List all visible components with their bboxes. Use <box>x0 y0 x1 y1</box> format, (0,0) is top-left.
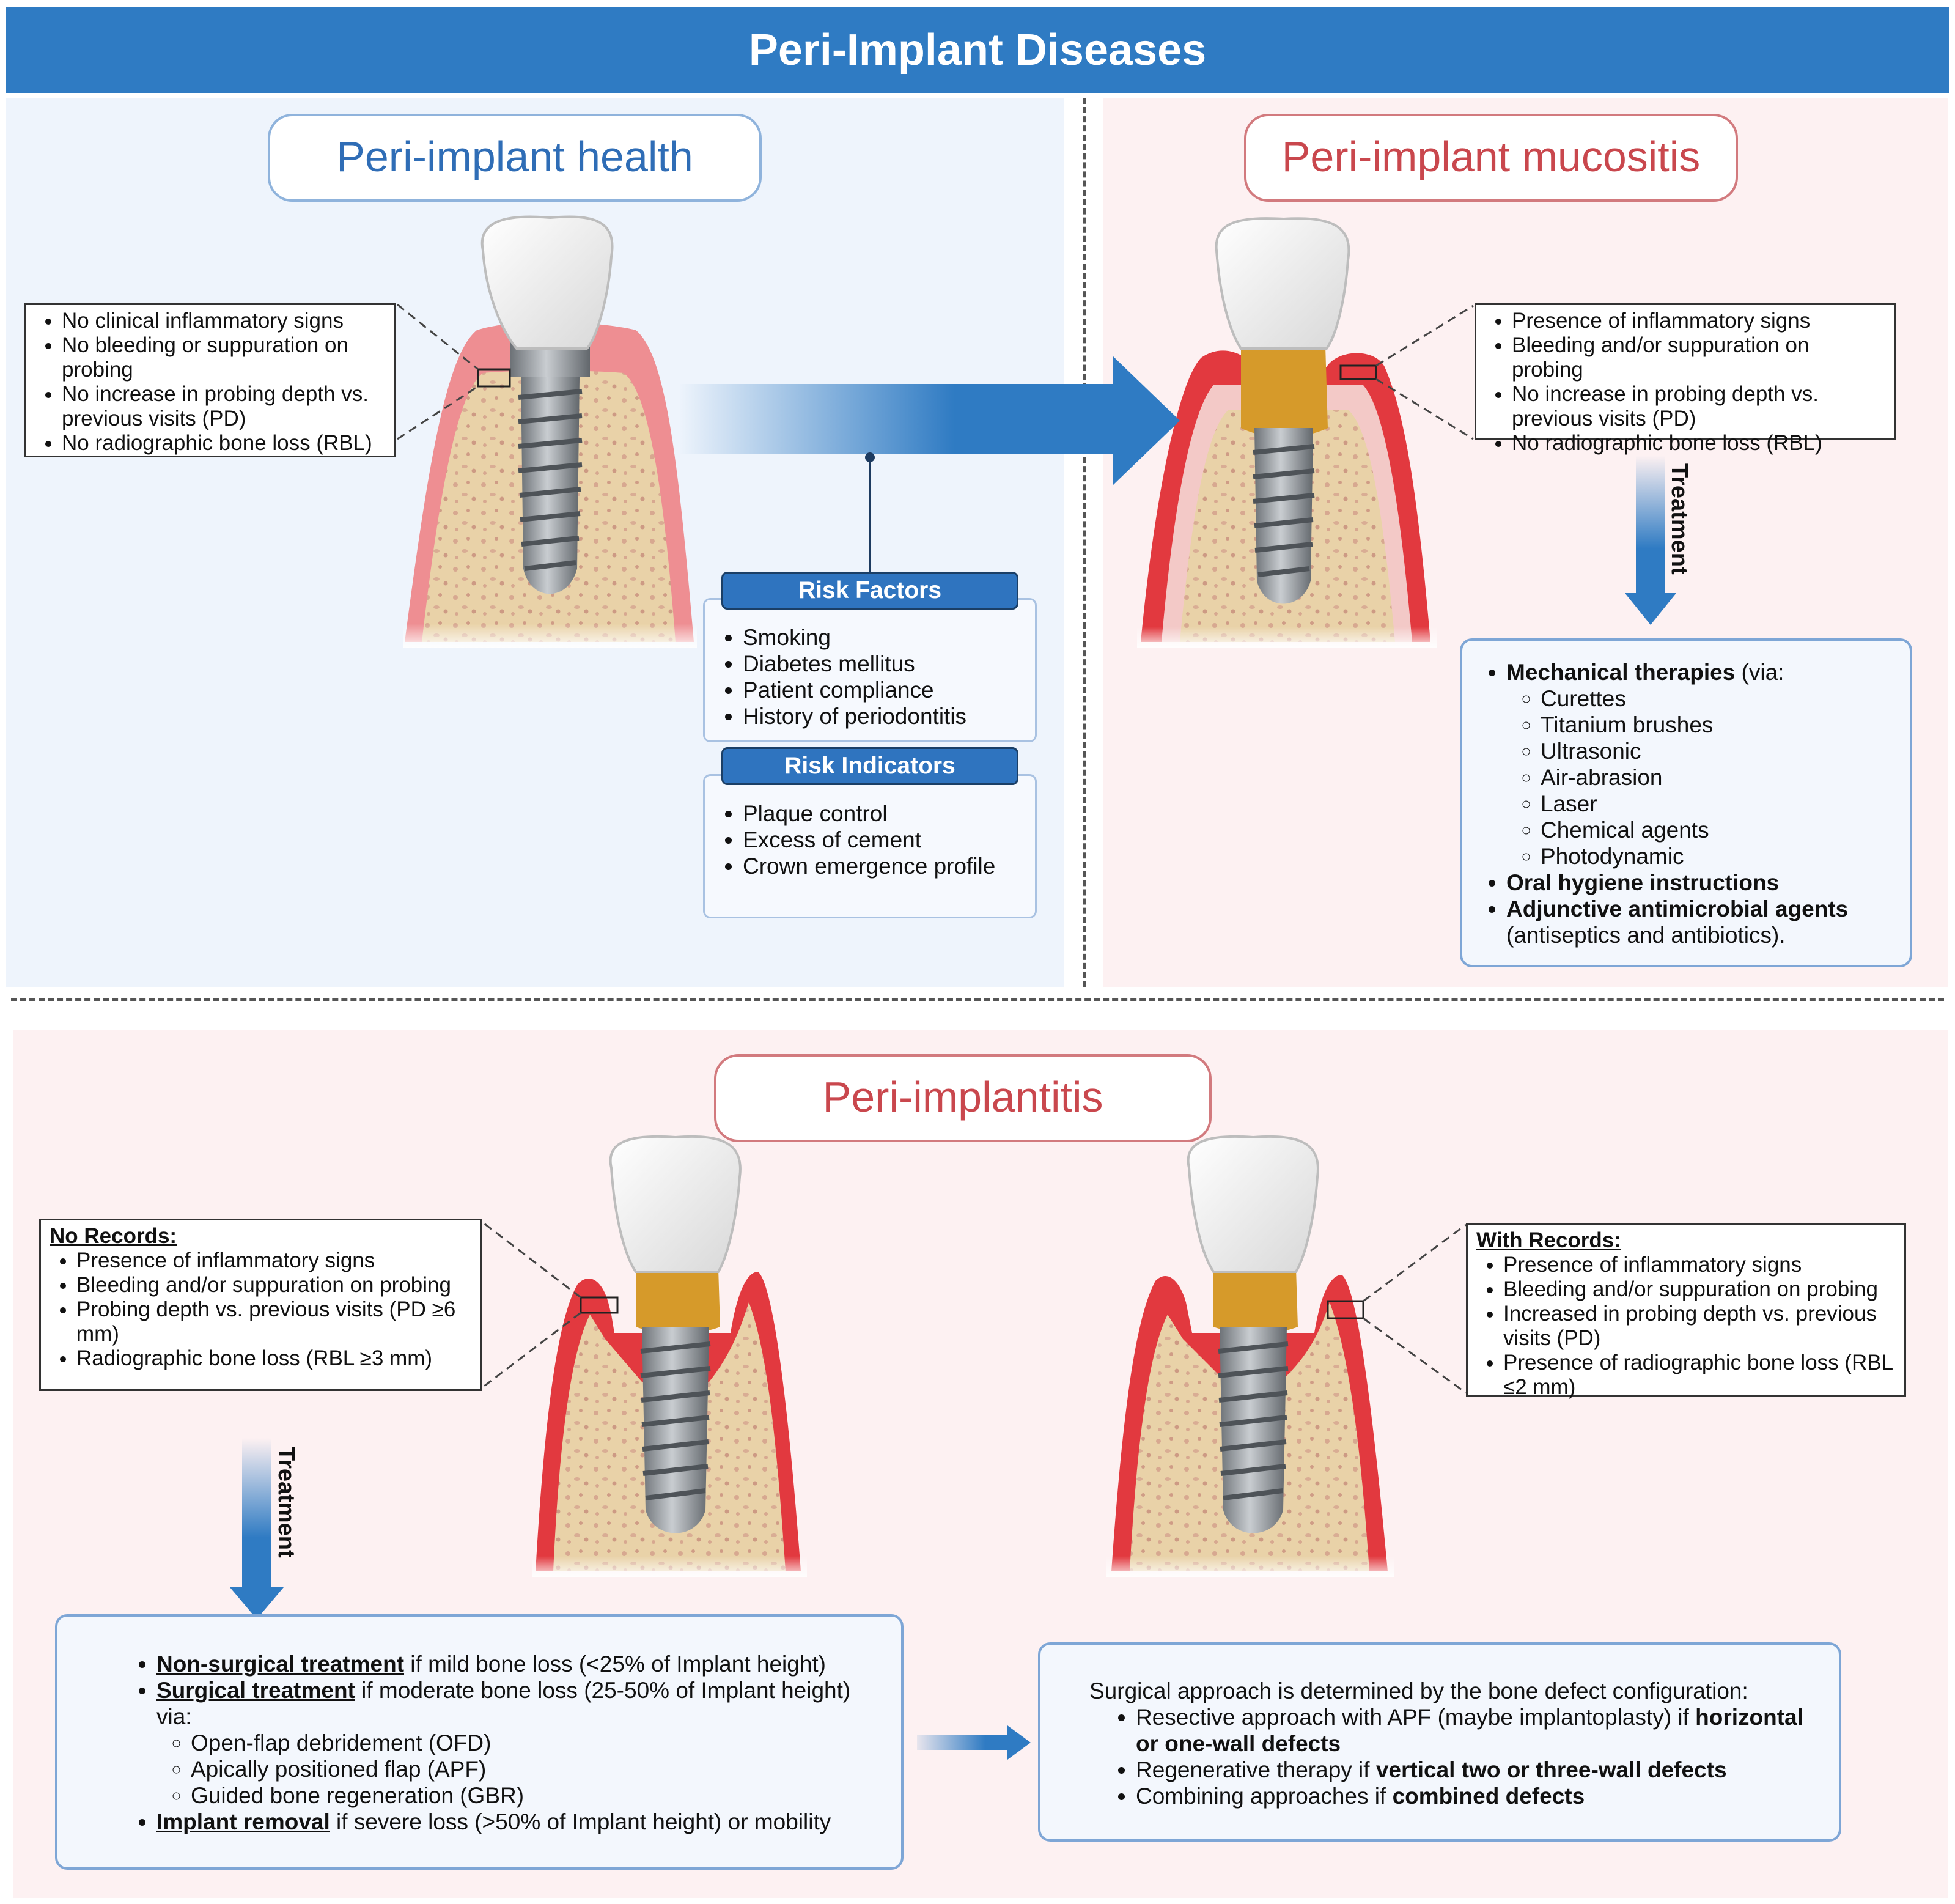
health-sign: No clinical inflammatory signs <box>62 309 386 333</box>
surgical-method: Open-flap debridement (OFD) <box>191 1730 889 1756</box>
with-records-header: With Records: <box>1476 1228 1621 1252</box>
surgical-method: Guided bone regeneration (GBR) <box>191 1782 889 1809</box>
surgical-approach-item: Resective approach with APF (maybe impla… <box>1136 1704 1827 1757</box>
with-records-item: Increased in probing depth vs. previous … <box>1503 1302 1896 1351</box>
no-records-header: No Records: <box>50 1224 177 1248</box>
health-sign: No increase in probing depth vs. previou… <box>62 382 386 431</box>
progression-arrow <box>679 356 1180 572</box>
surgical-approach-arrow <box>917 1725 1031 1760</box>
implant-removal-item: Implant removal if severe loss (>50% of … <box>156 1809 889 1835</box>
mechanical-item: Titanium brushes <box>1541 712 1902 738</box>
resective-text: Resective approach with APF (maybe impla… <box>1136 1705 1696 1730</box>
risk-factors-header: Risk Factors <box>721 572 1018 610</box>
combining-defects: combined defects <box>1392 1784 1585 1809</box>
periimplantitis-title: Peri-implantitis <box>822 1073 1103 1121</box>
periimplantitis-right-illustration <box>1106 1135 1467 1577</box>
title-banner: Peri-Implant Diseases <box>6 7 1949 93</box>
mucositis-sign: No radiographic bone loss (RBL) <box>1512 431 1886 456</box>
periimplantitis-title-pill: Peri-implantitis <box>714 1054 1212 1142</box>
with-records-callout: With Records: Presence of inflammatory s… <box>1466 1223 1906 1400</box>
risk-indicators-title: Risk Indicators <box>784 753 955 779</box>
mechanical-item: Laser <box>1541 791 1902 817</box>
risk-indicators-box: Plaque control Excess of cement Crown em… <box>703 774 1037 918</box>
healthy-implant-illustration <box>397 215 697 648</box>
surgical-approach-box: Surgical approach is determined by the b… <box>1038 1642 1841 1842</box>
adjunctive-detail: (antiseptics and antibiotics). <box>1506 923 1786 948</box>
risk-indicator-item: Plaque control <box>743 800 1029 827</box>
health-title: Peri-implant health <box>336 133 693 180</box>
vertical-divider <box>1083 98 1086 987</box>
adjunctive-item: Adjunctive antimicrobial agents (antisep… <box>1506 896 1902 948</box>
risk-indicators-header: Risk Indicators <box>721 747 1018 785</box>
periimplantitis-treatment-label: Treatment <box>273 1447 299 1558</box>
mechanical-item: Photodynamic <box>1541 843 1902 869</box>
mechanical-therapies-label: Mechanical therapies <box>1506 660 1736 685</box>
risk-factor-item: Diabetes mellitus <box>743 651 1029 677</box>
no-records-item: Bleeding and/or suppuration on probing <box>76 1273 471 1297</box>
mucositis-sign: No increase in probing depth vs. previou… <box>1512 382 1886 431</box>
mucositis-title: Peri-implant mucositis <box>1281 133 1701 180</box>
surgical-detail: if moderate bone loss (25-50% of Implant… <box>156 1678 851 1729</box>
risk-indicator-item: Excess of cement <box>743 827 1029 853</box>
with-records-item: Presence of inflammatory signs <box>1503 1253 1896 1277</box>
no-records-callout: No Records: Presence of inflammatory sig… <box>39 1219 482 1391</box>
page-title: Peri-Implant Diseases <box>748 26 1207 75</box>
risk-factor-item: Patient compliance <box>743 677 1029 703</box>
with-records-item: Presence of radiographic bone loss (RBL … <box>1503 1351 1896 1400</box>
periimplantitis-left-illustration <box>481 1135 807 1577</box>
adjunctive-label: Adjunctive antimicrobial agents <box>1506 896 1849 921</box>
mucositis-sign: Bleeding and/or suppuration on probing <box>1512 333 1886 382</box>
surgical-item: Surgical treatment if moderate bone loss… <box>156 1677 889 1809</box>
nonsurgical-item: Non-surgical treatment if mild bone loss… <box>156 1651 889 1677</box>
no-records-item: Probing depth vs. previous visits (PD ≥6… <box>76 1297 471 1346</box>
no-records-item: Presence of inflammatory signs <box>76 1249 471 1273</box>
risk-factors-box: Smoking Diabetes mellitus Patient compli… <box>703 598 1037 742</box>
nonsurgical-detail: if mild bone loss (<25% of Implant heigh… <box>404 1651 827 1677</box>
risk-factors-title: Risk Factors <box>798 577 942 603</box>
mechanical-item: Ultrasonic <box>1541 738 1902 764</box>
periimplantitis-treatment-arrow <box>230 1438 284 1619</box>
with-records-item: Bleeding and/or suppuration on probing <box>1503 1277 1896 1302</box>
mucositis-sign: Presence of inflammatory signs <box>1512 309 1886 333</box>
surgical-approach-intro: Surgical approach is determined by the b… <box>1089 1678 1748 1703</box>
mechanical-item: Air-abrasion <box>1541 764 1902 791</box>
combining-text: Combining approaches if <box>1136 1784 1393 1809</box>
mucositis-treatment-arrow <box>1625 456 1676 625</box>
surgical-approach-item: Combining approaches if combined defects <box>1136 1783 1827 1809</box>
surgical-approach-item: Regenerative therapy if vertical two or … <box>1136 1757 1827 1783</box>
oral-hygiene-item: Oral hygiene instructions <box>1506 869 1902 896</box>
mucositis-treatment-box: Mechanical therapies (via: Curettes Tita… <box>1460 638 1912 967</box>
mucositis-title-pill: Peri-implant mucositis <box>1244 114 1738 202</box>
health-title-pill: Peri-implant health <box>268 114 762 202</box>
risk-factor-item: Smoking <box>743 624 1029 651</box>
implant-removal-label: Implant removal <box>156 1809 330 1834</box>
surgical-label: Surgical treatment <box>156 1678 355 1703</box>
regenerative-defects: vertical two or three-wall defects <box>1375 1757 1727 1782</box>
mucositis-treatment-label: Treatment <box>1666 463 1692 575</box>
mucositis-signs-callout: Presence of inflammatory signs Bleeding … <box>1475 303 1896 455</box>
no-records-item: Radiographic bone loss (RBL ≥3 mm) <box>76 1346 471 1371</box>
regenerative-text: Regenerative therapy if <box>1136 1757 1376 1782</box>
horizontal-divider <box>11 998 1944 1001</box>
resective-defects: horizontal or one-wall defects <box>1136 1705 1803 1756</box>
periimplantitis-treatment-box: Non-surgical treatment if mild bone loss… <box>55 1614 904 1870</box>
health-sign: No radiographic bone loss (RBL) <box>62 431 386 456</box>
risk-factor-item: History of periodontitis <box>743 703 1029 729</box>
surgical-method: Apically positioned flap (APF) <box>191 1756 889 1782</box>
implant-removal-detail: if severe loss (>50% of Implant height) … <box>330 1809 831 1834</box>
mucositis-implant-illustration <box>1137 217 1474 648</box>
mechanical-item: Chemical agents <box>1541 817 1902 843</box>
mechanical-therapies-item: Mechanical therapies (via: Curettes Tita… <box>1506 659 1902 869</box>
health-signs-callout: No clinical inflammatory signs No bleedi… <box>24 303 396 457</box>
health-sign: No bleeding or suppuration on probing <box>62 333 386 382</box>
nonsurgical-label: Non-surgical treatment <box>156 1651 405 1677</box>
mechanical-therapies-via: (via: <box>1735 660 1784 685</box>
mechanical-item: Curettes <box>1541 685 1902 712</box>
risk-indicator-item: Crown emergence profile <box>743 853 1029 879</box>
